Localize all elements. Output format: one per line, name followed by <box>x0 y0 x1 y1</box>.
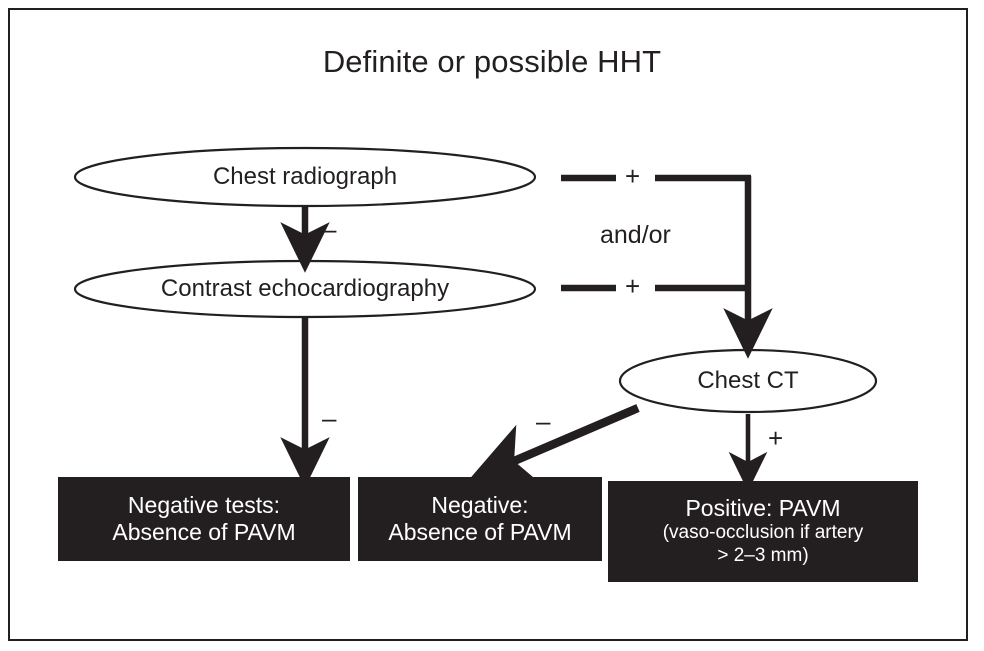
outcome-positive-pavm-line3: > 2–3 mm) <box>717 545 809 567</box>
outcome-positive-pavm-line2: (vaso-occlusion if artery <box>662 522 864 544</box>
outcome-box-negative-ct: Negative: Absence of PAVM <box>358 477 602 561</box>
node-ellipse-chest-radiograph <box>73 146 537 208</box>
outcome-negative-ct-line1: Negative: <box>431 491 529 518</box>
arrow-ct-to-negative <box>467 404 640 485</box>
outcome-box-positive-pavm: Positive: PAVM (vaso-occlusion if artery… <box>608 481 918 582</box>
outcome-box-negative-tests: Negative tests: Absence of PAVM <box>58 477 350 561</box>
node-ellipse-chest-ct <box>618 348 878 414</box>
edge-label-radiograph-negative: – <box>322 214 337 244</box>
edge-label-ct-negative: – <box>536 406 551 436</box>
figure-title: Definite or possible HHT <box>322 44 662 79</box>
outcome-negative-ct-line2: Absence of PAVM <box>388 519 572 545</box>
outcome-positive-pavm-line1: Positive: PAVM <box>685 495 841 522</box>
outcome-negative-tests-line2: Absence of PAVM <box>112 519 296 545</box>
edge-label-echo-negative: – <box>322 403 337 433</box>
edge-label-echo-positive: + <box>625 271 641 301</box>
outcome-negative-tests-line1: Negative tests: <box>127 491 281 518</box>
node-ellipse-contrast-echocardiography <box>73 259 537 319</box>
connector-label-and-or: and/or <box>600 221 671 249</box>
edge-label-ct-positive: + <box>768 423 784 453</box>
edge-label-radiograph-positive: + <box>625 161 641 191</box>
